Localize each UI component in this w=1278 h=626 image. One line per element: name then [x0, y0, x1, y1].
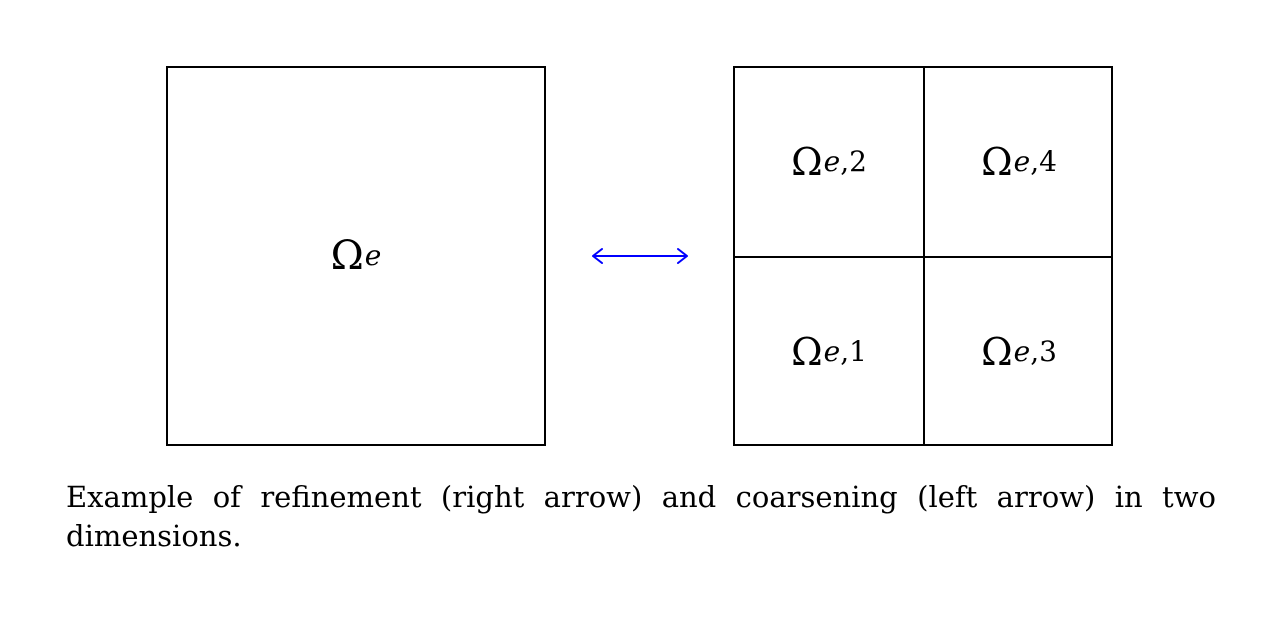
subcell-3-sup-index: ,3 — [1030, 335, 1057, 368]
subcell-1-omega: Ω — [791, 330, 823, 374]
coarse-omega-symbol: Ω — [330, 233, 364, 279]
subcell-2-sup-var: e — [823, 145, 841, 178]
subcell-3-omega: Ω — [981, 330, 1013, 374]
double-arrow-icon — [592, 248, 688, 264]
subcell-3-sup-var: e — [1013, 335, 1031, 368]
subcell-4-sup-index: ,4 — [1030, 145, 1057, 178]
subcell-4-sup-var: e — [1013, 145, 1031, 178]
subcell-4-omega: Ω — [981, 140, 1013, 184]
subcell-2-omega: Ω — [791, 140, 823, 184]
subcell-1-sup-var: e — [823, 335, 841, 368]
subcell-1-sup-index: ,1 — [840, 335, 867, 368]
subcell-2-sup-index: ,2 — [840, 145, 867, 178]
horizontal-divider — [735, 256, 1111, 258]
figure-caption: Example of refinement (right arrow) and … — [66, 480, 1216, 553]
